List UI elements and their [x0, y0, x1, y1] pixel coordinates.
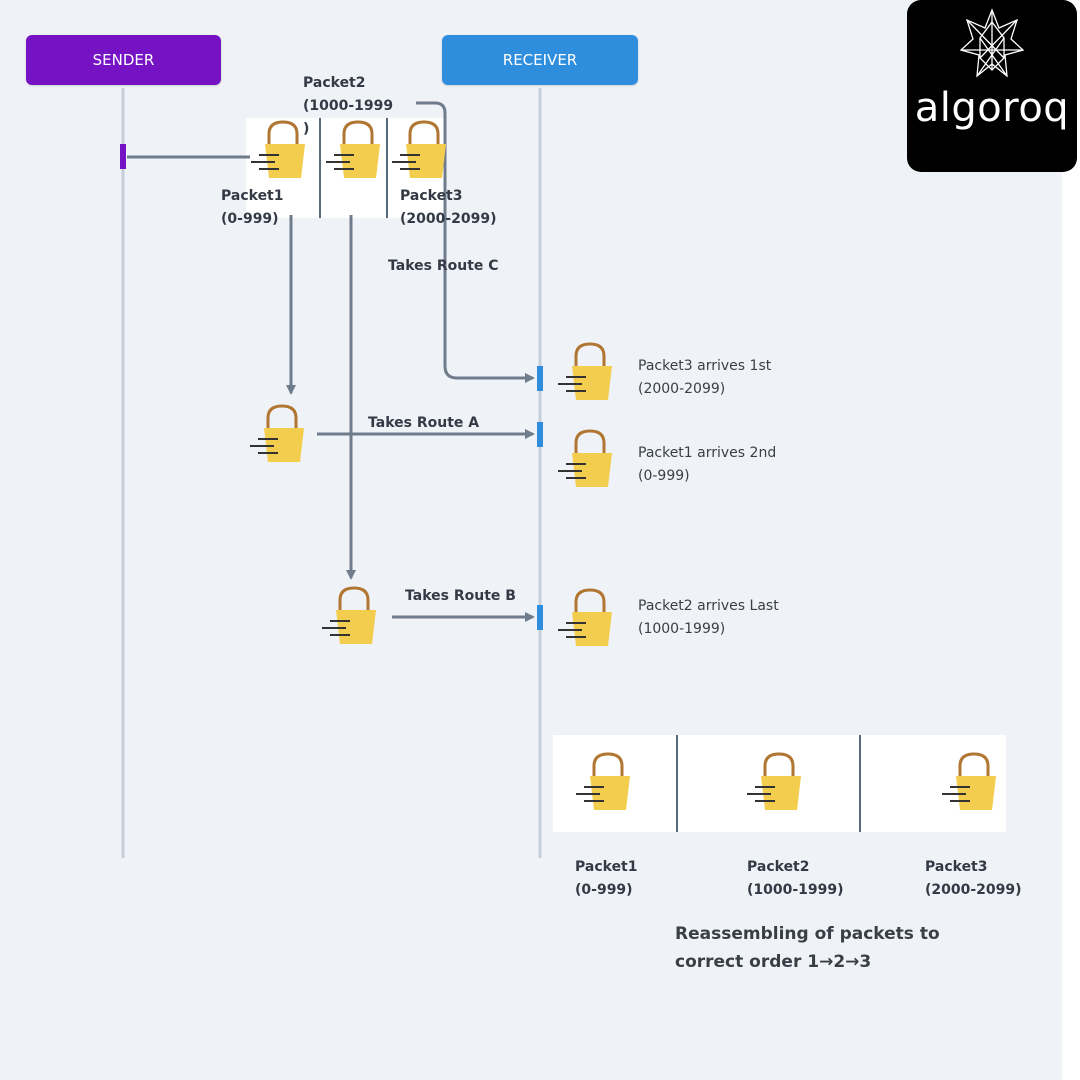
- reassembled-packet-label: Packet1 (0-999): [575, 856, 638, 902]
- arrival-status: Packet2 arrives Last: [638, 598, 779, 614]
- receiver-label: RECEIVER: [502, 51, 578, 69]
- route-a-label: Takes Route A: [368, 415, 480, 431]
- packet2-sent-label: Packet2 (1000-1999 ): [303, 72, 393, 141]
- packet2-transit-icon: [322, 586, 376, 644]
- packet-divider: [676, 735, 678, 832]
- packet3-reassembled-icon: [942, 752, 996, 810]
- arrival-note: Packet1 arrives 2nd (0-999): [638, 442, 776, 488]
- packet1-sent-label: Packet1 (0-999): [221, 185, 284, 231]
- route-b-label: Takes Route B: [405, 588, 516, 604]
- packet2-name: Packet2: [303, 75, 366, 91]
- receiver-header: RECEIVER: [442, 35, 638, 85]
- packet2-range: (1000-1999: [303, 98, 394, 114]
- packet1-sent-icon: [251, 120, 305, 178]
- packet3-sent-icon: [392, 120, 446, 178]
- summary-line2: correct order 1→2→3: [675, 952, 872, 972]
- arrival-range: (1000-1999): [638, 621, 726, 637]
- logo-text: algoroq: [914, 85, 1070, 131]
- route-c-label: Takes Route C: [388, 258, 499, 274]
- arrival-status: Packet3 arrives 1st: [638, 358, 772, 374]
- sender-activation: [120, 144, 126, 169]
- reassembled-name: Packet2: [747, 859, 810, 875]
- sender-label: SENDER: [92, 51, 155, 69]
- packet3-arrived-icon: [558, 342, 612, 400]
- arrival-note: Packet3 arrives 1st (2000-2099): [638, 355, 771, 401]
- reassembled-packet-label: Packet3 (2000-2099): [925, 856, 1022, 902]
- reassembled-name: Packet3: [925, 859, 988, 875]
- packet3-sent-label: Packet3 (2000-2099): [400, 185, 497, 231]
- summary-line1: Reassembling of packets to: [675, 924, 940, 944]
- reassembled-range: (2000-2099): [925, 882, 1022, 898]
- packet-divider: [386, 118, 388, 218]
- packet2-range-tail: ): [303, 121, 310, 137]
- arrival-note: Packet2 arrives Last (1000-1999): [638, 595, 779, 641]
- packet1-range: (0-999): [221, 211, 279, 227]
- arrival-status: Packet1 arrives 2nd: [638, 445, 777, 461]
- packet-divider: [859, 735, 861, 832]
- reassembled-name: Packet1: [575, 859, 638, 875]
- receiver-activation: [537, 605, 543, 630]
- reassembled-range: (0-999): [575, 882, 633, 898]
- reassembly-summary: Reassembling of packets to correct order…: [675, 920, 940, 976]
- packet2-reassembled-icon: [747, 752, 801, 810]
- packet3-range: (2000-2099): [400, 211, 497, 227]
- arrival-range: (0-999): [638, 468, 690, 484]
- packet1-name: Packet1: [221, 188, 284, 204]
- receiver-activation: [537, 366, 543, 391]
- packet1-transit-icon: [250, 404, 304, 462]
- packet-divider: [319, 118, 321, 218]
- reassembled-range: (1000-1999): [747, 882, 844, 898]
- packet1-arrived-icon: [558, 429, 612, 487]
- geometric-star-logo-icon: [959, 8, 1025, 78]
- reassembled-packet-label: Packet2 (1000-1999): [747, 856, 844, 902]
- route-c-arrow: [416, 101, 535, 383]
- algoroq-logo: algoroq: [907, 0, 1077, 172]
- receiver-activation: [537, 422, 543, 447]
- packet2-arrived-icon: [558, 588, 612, 646]
- packet2-sent-icon: [326, 120, 380, 178]
- packet1-reassembled-icon: [576, 752, 630, 810]
- packet3-name: Packet3: [400, 188, 463, 204]
- sender-header: SENDER: [26, 35, 221, 85]
- arrival-range: (2000-2099): [638, 381, 726, 397]
